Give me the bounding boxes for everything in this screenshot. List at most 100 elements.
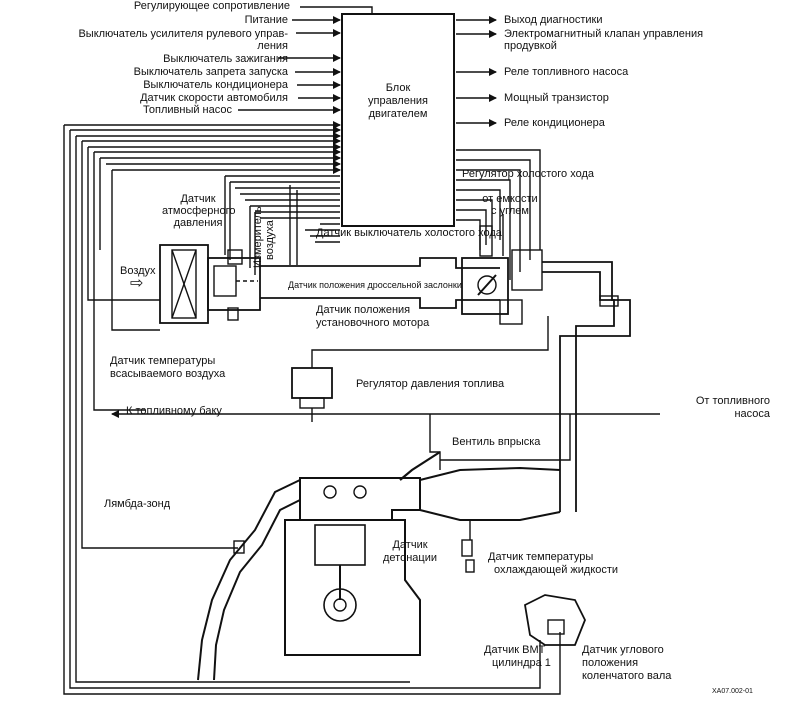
label-from-pump: От топливного насоса	[696, 395, 770, 421]
label-knock-line-2: детонации	[383, 552, 437, 564]
label-intake-temp-line-1: Датчик температуры	[110, 355, 216, 367]
output-label-ac-relay: Реле кондиционера	[504, 117, 605, 129]
piston	[314, 524, 366, 566]
air-cleaner-element	[171, 249, 197, 319]
input-label-start-inhibit: Выключатель запрета запуска	[133, 66, 288, 78]
ecu-input-arrows	[238, 16, 341, 114]
output-label-fuel-pump-relay: Реле топливного насоса	[504, 66, 629, 78]
label-tdc-line-1: Датчик ВМТ	[484, 644, 546, 656]
label-atm-sensor-line-3: давления	[173, 217, 223, 229]
label-fuel-pressure-regulator: Регулятор давления топлива	[356, 378, 505, 390]
ecu-title: Блок управления двигателем	[352, 82, 444, 121]
label-tdc: Датчик ВМТ цилиндра 1	[484, 644, 551, 670]
label-intake-temp-line-2: всасываемого воздуха	[110, 368, 226, 380]
engine-block	[284, 519, 421, 656]
resistor-wire	[300, 6, 373, 14]
intake-temp-sensor-body	[227, 307, 239, 321]
label-motor-position-line-1: Датчик положения	[316, 304, 411, 316]
label-coolant-line-2: охлаждающей жидкости	[494, 564, 619, 576]
intake-manifold-top	[419, 466, 561, 481]
input-label-power-steering-1: Выключатель усилителя рулевого управ-	[78, 28, 288, 40]
ecu-title-line-2: управления	[368, 95, 428, 107]
pipe-right-outer	[542, 261, 631, 512]
label-lambda: Лямбда-зонд	[104, 498, 171, 510]
input-label-ignition: Выключатель зажигания	[163, 53, 288, 65]
atm-pressure-sensor-body	[227, 249, 243, 265]
label-from-pump-line-1: От топливного	[695, 395, 770, 407]
label-knock: Датчик детонации	[375, 539, 445, 565]
label-intake-temp: Датчик температуры всасываемого воздуха	[110, 355, 225, 381]
crankshaft	[323, 588, 357, 622]
input-label-resistor: Регулирующее сопротивление	[133, 0, 290, 12]
airflow-meter	[207, 257, 261, 311]
valve-right	[353, 485, 367, 499]
exhaust-inner	[213, 499, 301, 681]
motor-position-sensor-body	[499, 299, 523, 325]
engine-head	[299, 477, 421, 521]
idle-regulator-body	[511, 249, 543, 291]
idle-switch-body	[479, 225, 493, 257]
crank-angle-sensor	[524, 594, 586, 646]
output-label-power-transistor: Мощный транзистор	[504, 92, 609, 104]
input-label-power: Питание	[244, 14, 288, 26]
label-injector: Вентиль впрыска	[452, 436, 541, 448]
label-air: Воздух	[120, 265, 156, 277]
intake-duct-bottom	[260, 297, 500, 309]
label-canister-line-1: от емкости	[482, 193, 538, 205]
label-idle-regulator: Регулятор холостого хода	[462, 168, 594, 180]
label-crank-line-3: коленчатого вала	[582, 670, 672, 682]
label-knock-line-1: Датчик	[392, 539, 428, 551]
label-coolant-line-1: Датчик температуры	[488, 551, 594, 563]
label-air-meter-line-2: воздуха	[264, 220, 276, 260]
input-label-ac-switch: Выключатель кондиционера	[143, 79, 288, 91]
fuel-rail-2	[440, 414, 571, 461]
fuel-rail	[429, 414, 441, 470]
label-air-meter: Измеритель воздуха	[252, 206, 276, 268]
label-crank: Датчик углового положения коленчатого ва…	[582, 644, 671, 683]
output-label-purge-valve-1: Электромагнитный клапан управления	[504, 28, 704, 40]
throttle-body	[461, 257, 509, 315]
intake-manifold-bottom	[419, 509, 561, 521]
ecu-title-line-1: Блок	[385, 82, 411, 94]
output-label-purge-valve-2: продувкой	[504, 40, 557, 52]
fuel-pressure-regulator	[291, 367, 333, 399]
label-motor-position-line-2: установочного мотора	[316, 317, 430, 329]
sensor-wire-bundle	[63, 121, 561, 695]
input-label-speed-sensor: Датчик скорости автомобиля	[140, 92, 288, 104]
label-crank-line-1: Датчик углового	[582, 644, 664, 656]
figure-code: ХА07.002-01	[712, 688, 753, 695]
intake-duct-top	[260, 257, 500, 269]
ecu-title-line-3: двигателем	[368, 108, 428, 120]
label-motor-position: Датчик положения установочного мотора	[316, 304, 429, 330]
label-canister-line-2: с углем	[491, 205, 529, 217]
air-inlet-arrow-icon: ⇨	[130, 275, 144, 292]
label-throttle-sensor: Датчик положения дроссельной заслонки	[288, 280, 462, 290]
throttle-plate	[477, 275, 497, 295]
pipe-right-inner	[542, 271, 615, 512]
pressure-reg-vacuum	[311, 316, 549, 368]
injector	[399, 451, 441, 481]
input-label-power-steering-2: ления	[257, 40, 288, 52]
label-atm-sensor: Датчик атмосферного давления	[162, 193, 236, 229]
label-canister: от емкости с углем	[470, 193, 550, 217]
label-air-meter-line-1: Измеритель	[252, 206, 264, 268]
ecu-box	[341, 13, 455, 227]
ecu-output-arrows	[456, 16, 497, 127]
ecu-right-wires	[456, 149, 541, 280]
label-atm-sensor-line-2: атмосферного	[162, 205, 236, 217]
label-coolant: Датчик температуры охлаждающей жидкости	[488, 551, 618, 577]
label-from-pump-line-2: насоса	[734, 408, 770, 420]
output-label-diagnostics: Выход диагностики	[504, 14, 603, 26]
label-tdc-line-2: цилиндра 1	[492, 657, 551, 669]
label-idle-switch: Датчик выключатель холостого хода	[316, 227, 502, 239]
coolant-sensor-body	[465, 559, 475, 573]
lambda-sensor-body	[233, 540, 245, 554]
valve-left	[323, 485, 337, 499]
exhaust-outer	[197, 479, 301, 681]
knock-sensor-body	[461, 539, 473, 557]
label-crank-line-2: положения	[582, 657, 639, 669]
label-to-tank: К топливному баку	[126, 405, 222, 417]
input-label-fuel-pump: Топливный насос	[143, 104, 232, 116]
